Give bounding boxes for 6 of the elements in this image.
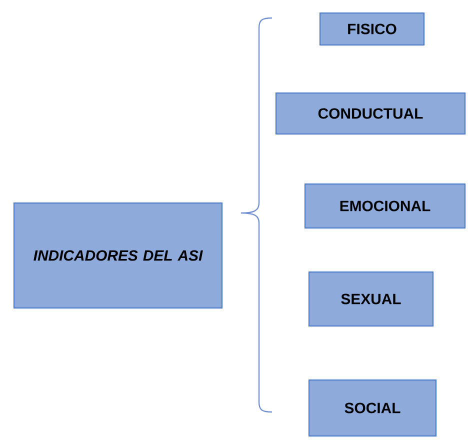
text-box: CONDUCTUAL [276,92,466,134]
text-box: EMOCIONAL [304,184,466,228]
text-box: INDICADORES DEL ASI [14,202,222,308]
text-box: SOCIAL [308,380,436,436]
text-box: FISICO [320,12,424,46]
text-box: SEXUAL [308,272,434,326]
